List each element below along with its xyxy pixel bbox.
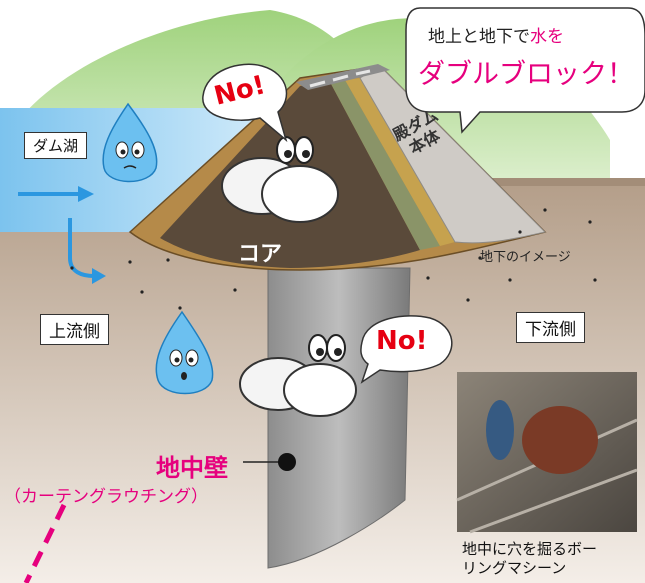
label-dam-lake: ダム湖 [24,132,88,159]
seepage-dots [70,208,597,310]
speech-top-line2: ダブルブロック！ [418,59,634,90]
curtain-dashed-line [23,503,67,583]
flow-arrows [18,192,95,278]
label-curtain-grouting: （カーテングラウチング） [4,487,208,507]
label-underground-image: 地下のイメージ [480,250,571,265]
water-drop-character-bottom [155,310,214,395]
speech-bubble-top [405,7,645,134]
water-drop-character-top [102,102,158,183]
wall-marker-dot [278,453,296,471]
speech-top-line1-a: 地上と地下で [428,27,530,47]
glove-character-wall [239,334,357,417]
no-bubble-1 [202,63,288,143]
label-upstream: 上流側 [40,314,109,345]
filter-band [330,80,440,250]
dam-shell [359,65,546,244]
glove-character-dam [221,136,339,223]
label-core: コア [238,242,283,267]
speech-top-line1: 地上と地下で水を [428,22,564,47]
label-diaphragm-wall: 地中壁 [156,454,228,482]
photo-caption: 地中に穴を掘るボー リングマシーン [462,540,598,577]
speech-top-line1-b: 水を [530,27,564,47]
label-downstream: 下流側 [516,312,585,343]
no-text-2: No! [376,326,428,356]
no-bubble-2 [360,315,453,384]
